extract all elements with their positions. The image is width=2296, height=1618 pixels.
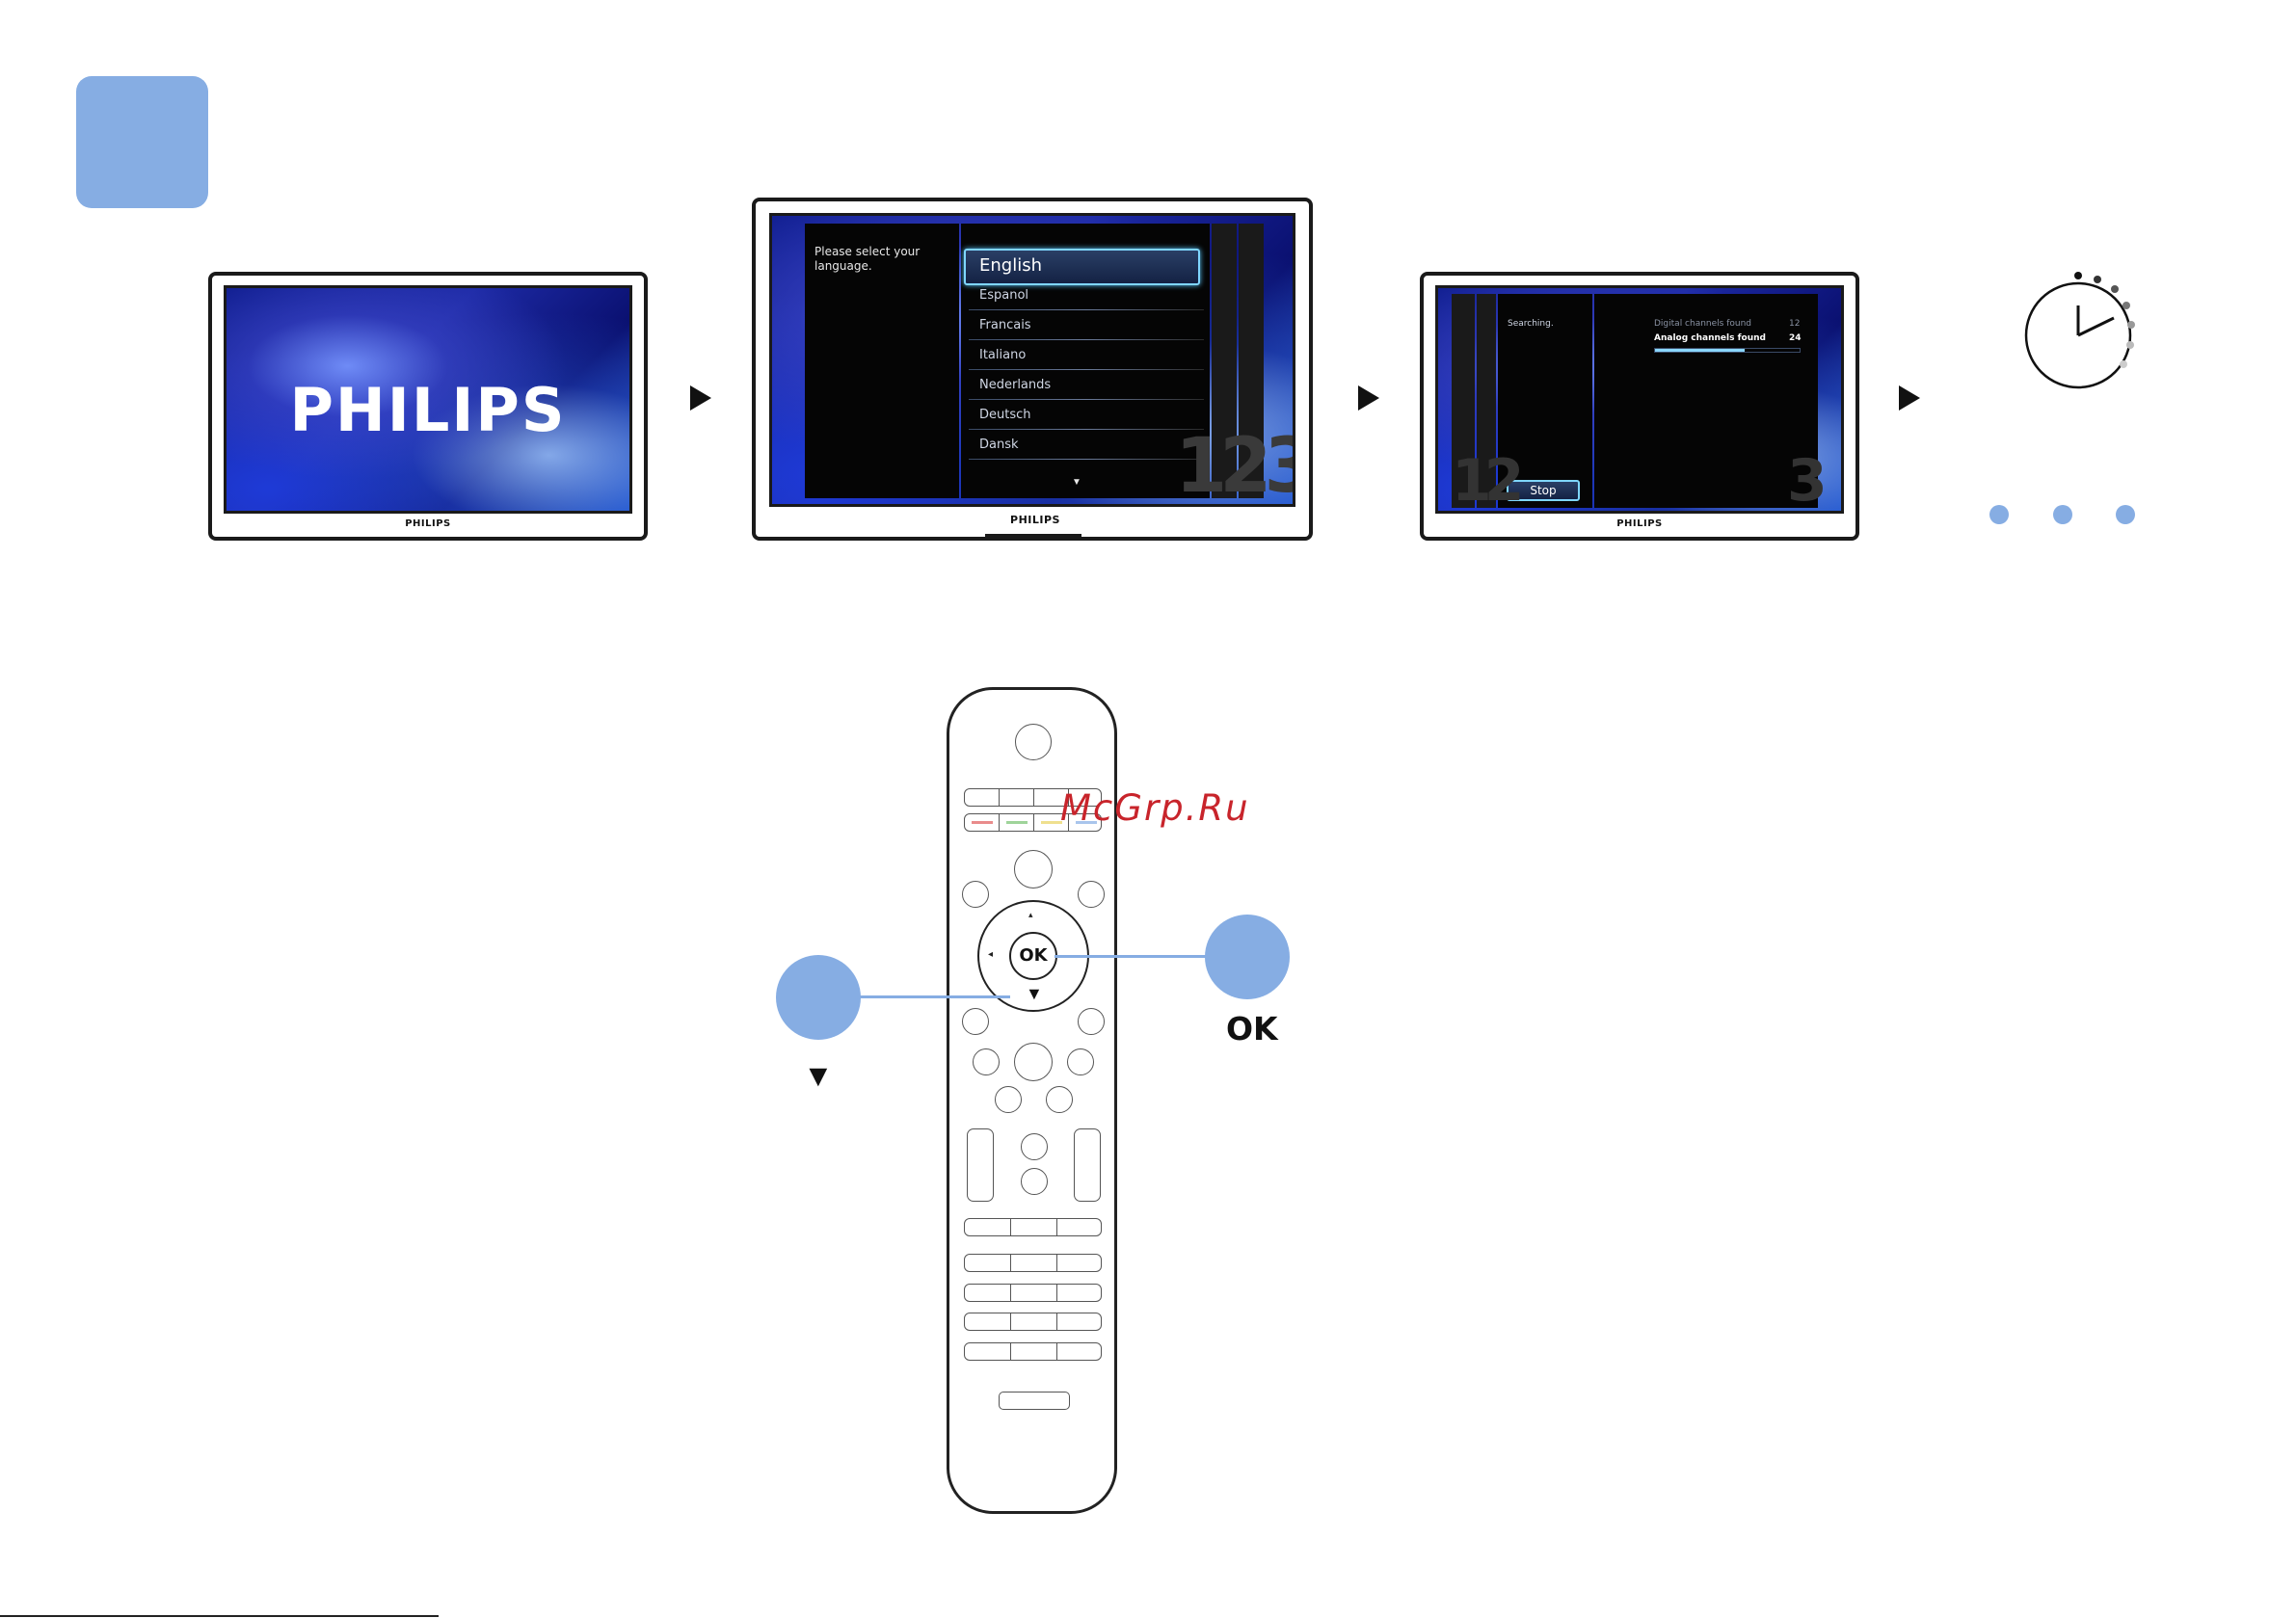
wait-dot: [2053, 505, 2072, 524]
number-key-row[interactable]: [964, 1342, 1102, 1361]
digital-channels-label: Digital channels found: [1654, 319, 1751, 329]
language-prompt: Please select your language.: [814, 245, 930, 274]
number-key-row[interactable]: [964, 1218, 1102, 1236]
language-option[interactable]: Nederlands: [979, 378, 1051, 392]
forward-button[interactable]: [1046, 1086, 1073, 1113]
scroll-down-icon: ▼: [1072, 477, 1081, 488]
number-key-row[interactable]: [964, 1313, 1102, 1331]
left-arrow-icon[interactable]: ◂: [988, 949, 993, 960]
mute-button[interactable]: [1021, 1133, 1048, 1160]
callout-circle-down: [776, 955, 861, 1040]
language-option[interactable]: Deutsch: [979, 408, 1031, 422]
tv-splash-screen: PHILIPS: [224, 285, 632, 514]
search-status: Searching.: [1508, 319, 1554, 329]
back-button[interactable]: [962, 1008, 989, 1035]
language-option[interactable]: Italiano: [979, 348, 1026, 362]
philips-logo: PHILIPS: [227, 375, 629, 445]
center-button[interactable]: [1014, 1043, 1053, 1081]
green-key[interactable]: [1006, 821, 1028, 824]
language-option-selected[interactable]: English: [964, 249, 1200, 285]
next-arrow-icon: [1358, 385, 1379, 411]
tv-splash: PHILIPS PHILIPS: [208, 272, 648, 541]
number-key-row[interactable]: [964, 1254, 1102, 1272]
watermark: McGrp.Ru: [1060, 787, 1250, 829]
tv-channel-search: Searching. Stop Digital channels found 1…: [1420, 272, 1859, 541]
callout-circle-ok: [1205, 915, 1290, 999]
number-key-row[interactable]: [964, 1284, 1102, 1302]
tv-search-screen: Searching. Stop Digital channels found 1…: [1435, 285, 1844, 514]
step-numbers-left: 12: [1452, 447, 1517, 514]
tv-language-menu: Please select your language. English Esp…: [752, 198, 1313, 541]
clock-icon: [2015, 270, 2159, 395]
callout-line: [1055, 955, 1209, 958]
guide-button[interactable]: [1078, 881, 1105, 908]
yellow-key[interactable]: [1041, 821, 1062, 824]
rewind-button[interactable]: [995, 1086, 1022, 1113]
channel-rocker[interactable]: [1074, 1128, 1101, 1202]
next-arrow-icon: [1899, 385, 1920, 411]
next-arrow-icon: [690, 385, 711, 411]
home-button[interactable]: [1014, 850, 1053, 889]
options-button[interactable]: [962, 881, 989, 908]
tv-brand-label: PHILIPS: [992, 514, 1079, 526]
tv-brand-label: PHILIPS: [393, 518, 463, 529]
volume-rocker[interactable]: [967, 1128, 994, 1202]
language-list: English Espanol Francais Italiano Nederl…: [961, 224, 1210, 498]
info-button[interactable]: [1078, 1008, 1105, 1035]
callout-down-label: ▼: [803, 1058, 834, 1094]
wait-dot: [1989, 505, 2009, 524]
language-prompt-panel: Please select your language.: [805, 224, 959, 498]
search-progress-fill: [1655, 349, 1745, 352]
language-option[interactable]: Dansk: [979, 438, 1019, 452]
step-numbers: 123: [1175, 423, 1295, 507]
red-key[interactable]: [972, 821, 993, 824]
analog-channels-label: Analog channels found: [1654, 333, 1766, 343]
footer-rule: [0, 1615, 439, 1617]
callout-line: [858, 995, 1010, 998]
bottom-key[interactable]: [999, 1392, 1070, 1410]
tv-brand-label: PHILIPS: [1605, 518, 1674, 529]
power-button[interactable]: [1015, 724, 1052, 760]
source-button[interactable]: [1067, 1048, 1094, 1075]
media-button[interactable]: [973, 1048, 1000, 1075]
step-numbers-right: 3: [1787, 447, 1820, 514]
step-badge: [76, 76, 208, 208]
tv-language-screen: Please select your language. English Esp…: [769, 213, 1295, 507]
analog-channels-count: 24: [1789, 333, 1802, 343]
search-results-panel: Digital channels found 12 Analog channel…: [1594, 294, 1818, 508]
up-arrow-icon[interactable]: ▴: [1028, 910, 1033, 920]
search-progress-bar: [1654, 348, 1801, 353]
callout-ok-label: OK: [1226, 1010, 1278, 1048]
language-option[interactable]: Espanol: [979, 288, 1028, 303]
digital-channels-count: 12: [1789, 319, 1800, 329]
language-option[interactable]: Francais: [979, 318, 1031, 332]
stop-button[interactable]: Stop: [1507, 480, 1580, 501]
format-button[interactable]: [1021, 1168, 1048, 1195]
ok-button[interactable]: OK: [1009, 932, 1057, 980]
wait-dot: [2116, 505, 2135, 524]
down-arrow-icon[interactable]: ▼: [1026, 984, 1043, 1004]
